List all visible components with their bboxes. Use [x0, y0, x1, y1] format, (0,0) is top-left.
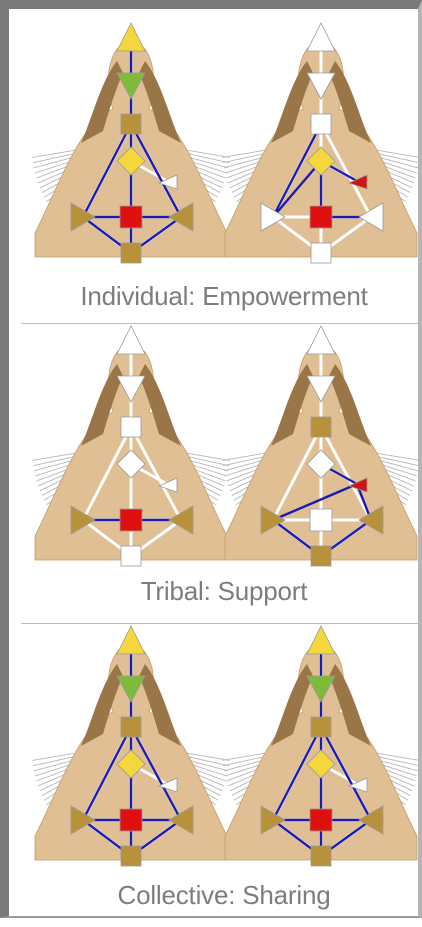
bodygraph-tribal-left: [31, 324, 231, 580]
ray-line: [32, 150, 76, 158]
ray-line: [375, 453, 419, 461]
sacral-center-shape: [310, 809, 332, 831]
bodygraph-svg: [31, 324, 231, 580]
sacral-center-shape: [310, 509, 332, 531]
bodygraph-svg: [31, 21, 231, 277]
root-center-shape: [121, 546, 141, 566]
sacral-center-shape: [120, 206, 142, 228]
root-center-shape: [121, 846, 141, 866]
ray-line: [32, 453, 76, 461]
caption-collective: Collective: Sharing: [21, 880, 422, 911]
head-center-shape: [117, 23, 145, 51]
ray-line: [375, 150, 419, 158]
head-center-shape: [117, 626, 145, 654]
panel-individual: Individual: Empowerment: [21, 21, 422, 323]
bodygraph-individual-right: [221, 21, 421, 277]
throat-center-shape: [311, 717, 331, 737]
bodygraph-individual-left: [31, 21, 231, 277]
ray-line: [32, 753, 76, 761]
bodygraph-tribal-right: [221, 324, 421, 580]
throat-center-shape: [121, 417, 141, 437]
ray-line: [375, 753, 419, 761]
head-center-shape: [117, 326, 145, 354]
bodygraph-svg: [221, 21, 421, 277]
sacral-center-shape: [310, 206, 332, 228]
head-center-shape: [307, 23, 335, 51]
root-center-shape: [121, 243, 141, 263]
throat-center-shape: [121, 114, 141, 134]
ray-line: [222, 150, 266, 158]
panel-tribal: Tribal: Support: [21, 323, 422, 623]
sacral-center-shape: [120, 809, 142, 831]
root-center-shape: [311, 243, 331, 263]
caption-individual: Individual: Empowerment: [21, 281, 422, 312]
root-center-shape: [311, 546, 331, 566]
throat-center-shape: [121, 717, 141, 737]
head-center-shape: [307, 626, 335, 654]
bodygraph-collective-left: [31, 624, 231, 880]
bodygraph-svg: [221, 324, 421, 580]
bodygraph-svg: [31, 624, 231, 880]
ray-line: [222, 753, 266, 761]
panel-collective: Collective: Sharing: [21, 623, 422, 927]
caption-tribal: Tribal: Support: [21, 576, 422, 607]
bodygraph-svg: [221, 624, 421, 880]
bodygraph-collective-right: [221, 624, 421, 880]
head-center-shape: [307, 326, 335, 354]
throat-center-shape: [311, 114, 331, 134]
ray-line: [222, 453, 266, 461]
throat-center-shape: [311, 417, 331, 437]
sacral-center-shape: [120, 509, 142, 531]
root-center-shape: [311, 846, 331, 866]
